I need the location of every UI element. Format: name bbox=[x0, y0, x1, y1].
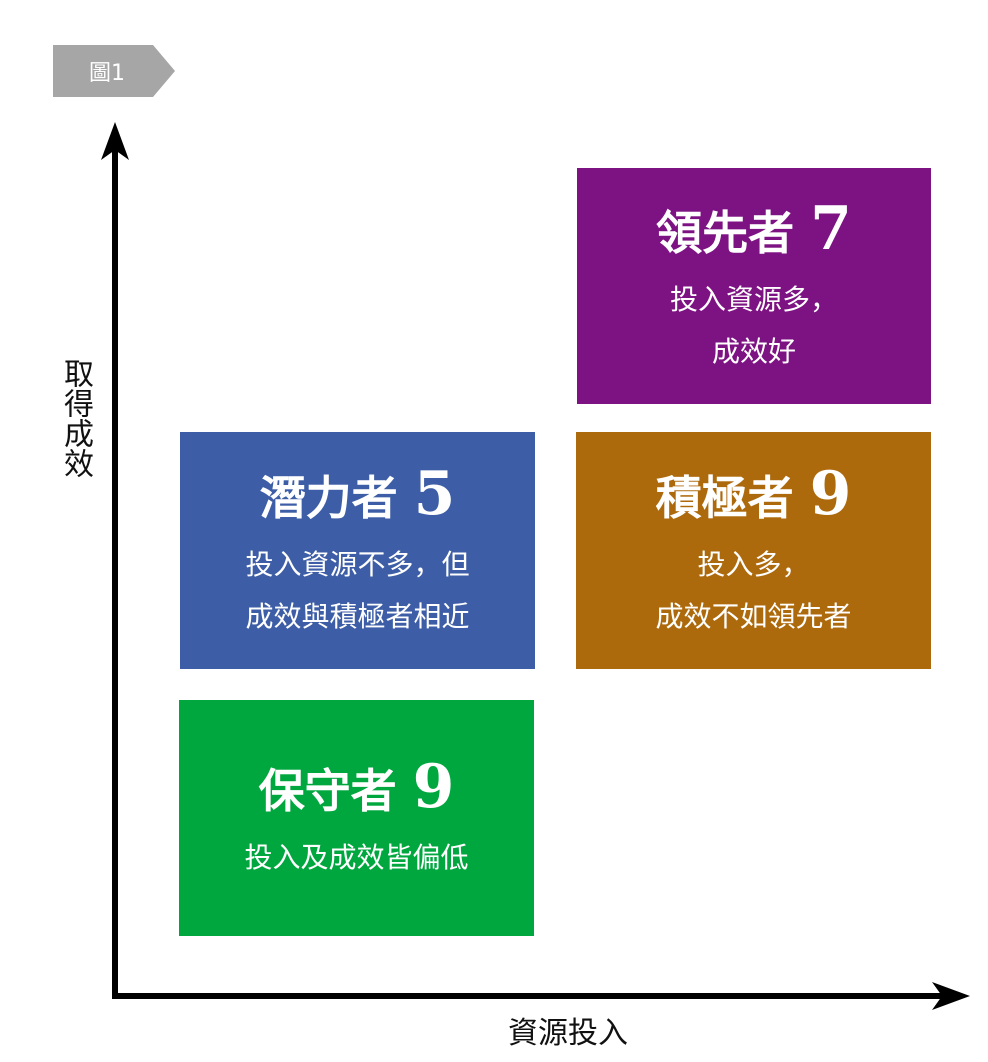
quadrant-leader: 領先者 7 投入資源多， 成效好 bbox=[577, 168, 931, 404]
quadrant-count: 9 bbox=[809, 458, 852, 529]
quadrant-desc-line: 投入及成效皆偏低 bbox=[244, 841, 469, 874]
x-axis-label: 資源投入 bbox=[508, 1016, 628, 1051]
quadrant-name: 保守者 bbox=[258, 764, 397, 818]
quadrant-name: 積極者 bbox=[655, 470, 794, 525]
quadrant-count: 9 bbox=[412, 752, 455, 822]
quadrant-desc-line: 投入多， bbox=[697, 547, 810, 581]
quadrant-active: 積極者 9 投入多， 成效不如領先者 bbox=[576, 432, 931, 669]
x-axis-arrow-icon bbox=[932, 982, 970, 1010]
y-axis-label: 取得成效 bbox=[58, 358, 93, 478]
quadrant-desc-line: 投入資源多， bbox=[669, 283, 838, 316]
quadrant-count: 5 bbox=[413, 458, 456, 529]
quadrant-conservative: 保守者 9 投入及成效皆偏低 bbox=[179, 700, 534, 936]
quadrant-name: 潛力者 bbox=[259, 470, 398, 525]
quadrant-potential: 潛力者 5 投入資源不多，但 成效與積極者相近 bbox=[180, 432, 535, 669]
quadrant-count: 7 bbox=[810, 194, 852, 264]
quadrant-desc-line: 投入資源不多，但 bbox=[245, 547, 470, 581]
quadrant-name: 領先者 bbox=[656, 206, 795, 260]
y-axis-arrow-icon bbox=[101, 122, 129, 160]
quadrant-desc-line: 成效與積極者相近 bbox=[245, 599, 470, 633]
quadrant-desc-line: 成效好 bbox=[711, 335, 796, 368]
figure-label-tag: 圖1 bbox=[53, 45, 175, 97]
quadrant-desc-line: 成效不如領先者 bbox=[655, 599, 852, 633]
figure-label: 圖1 bbox=[89, 61, 125, 86]
